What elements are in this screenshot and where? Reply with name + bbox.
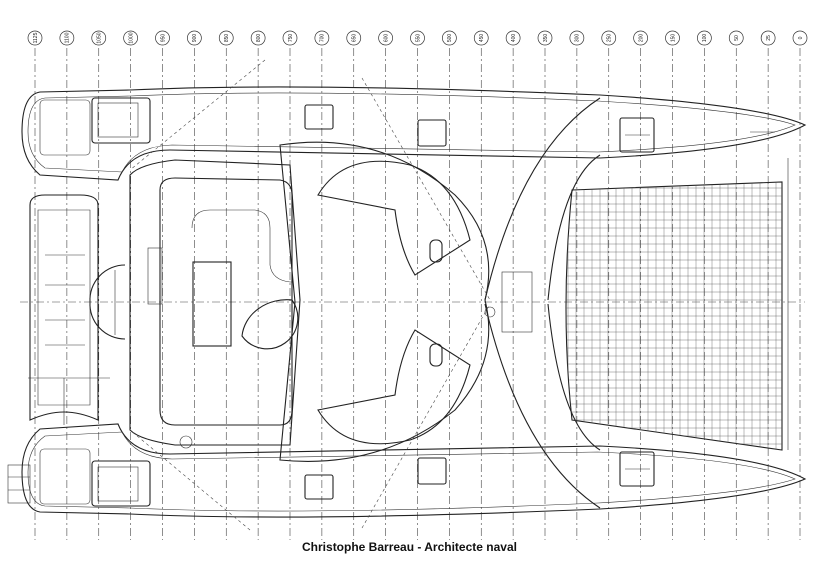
station-bubble (665, 30, 680, 46)
station-label: 700 (320, 34, 326, 43)
boarding-ladder (7, 464, 31, 504)
station-bubble (697, 30, 712, 46)
station-bubble (123, 30, 138, 46)
station-label: 650 (352, 34, 358, 43)
forward-area (484, 97, 601, 509)
station-label: 850 (224, 34, 230, 43)
station-label: 150 (670, 34, 676, 43)
station-bubble (760, 30, 776, 46)
station-label: 950 (160, 34, 166, 43)
station-bubble (601, 30, 617, 46)
station-label: 50 (734, 35, 740, 41)
bridgedeck (89, 159, 301, 449)
station-bubble (155, 30, 170, 46)
architect-credit: Christophe Barreau - Architecte naval (302, 540, 517, 554)
station-bubble (187, 30, 202, 46)
station-bubble (250, 30, 266, 46)
lower-hatch-1 (304, 474, 334, 500)
station-label: 450 (479, 34, 485, 43)
shroud-lower (129, 429, 251, 531)
lower-hatch-3 (619, 451, 655, 487)
station-bubble (282, 30, 298, 46)
station-bubble (218, 30, 234, 46)
station-bubble (27, 30, 43, 46)
station-label: 0 (798, 36, 804, 39)
station-bubble (569, 30, 585, 46)
station-label: 300 (575, 34, 581, 43)
station-label: 400 (511, 34, 517, 43)
station-bubble (410, 30, 425, 46)
station-bubble (505, 30, 521, 46)
station-label: 800 (256, 34, 262, 43)
station-bubble (442, 30, 457, 46)
station-label: 200 (638, 34, 644, 43)
station-bubble (792, 30, 808, 46)
station-bubble (314, 30, 330, 46)
station-label: 750 (288, 34, 294, 43)
station-bubble (346, 30, 362, 46)
trampoline-net (565, 181, 783, 451)
station-label: 100 (702, 34, 708, 43)
stay-upper (361, 77, 491, 301)
station-label: 25 (766, 35, 772, 41)
station-bubble (378, 30, 393, 46)
stay-lower (361, 303, 491, 529)
lower-hull (7, 423, 807, 518)
station-label: 600 (383, 34, 389, 43)
station-bubble (473, 30, 489, 46)
station-bubble (633, 30, 648, 46)
lower-hatch-2 (417, 457, 447, 485)
cabin-roof (279, 141, 490, 462)
station-label: 900 (192, 34, 198, 43)
upper-hatch-3 (619, 117, 655, 153)
dinghy (28, 194, 110, 425)
station-label: 500 (447, 34, 453, 43)
station-bubble (59, 30, 75, 46)
station-bubble (728, 30, 744, 46)
station-label: 350 (543, 34, 549, 43)
station-label: 250 (607, 34, 613, 43)
upper-hatch-2 (417, 119, 447, 147)
station-label: 1100 (65, 32, 71, 43)
upper-hatch-1 (304, 104, 334, 130)
station-bubble (537, 30, 553, 46)
station-label: 550 (415, 34, 421, 43)
station-bubble (91, 30, 107, 46)
station-label: 1000 (128, 32, 134, 43)
station-label: 1125 (33, 32, 39, 43)
station-label: 1050 (97, 32, 103, 43)
shroud-upper (129, 59, 266, 171)
upper-hull (21, 86, 807, 181)
